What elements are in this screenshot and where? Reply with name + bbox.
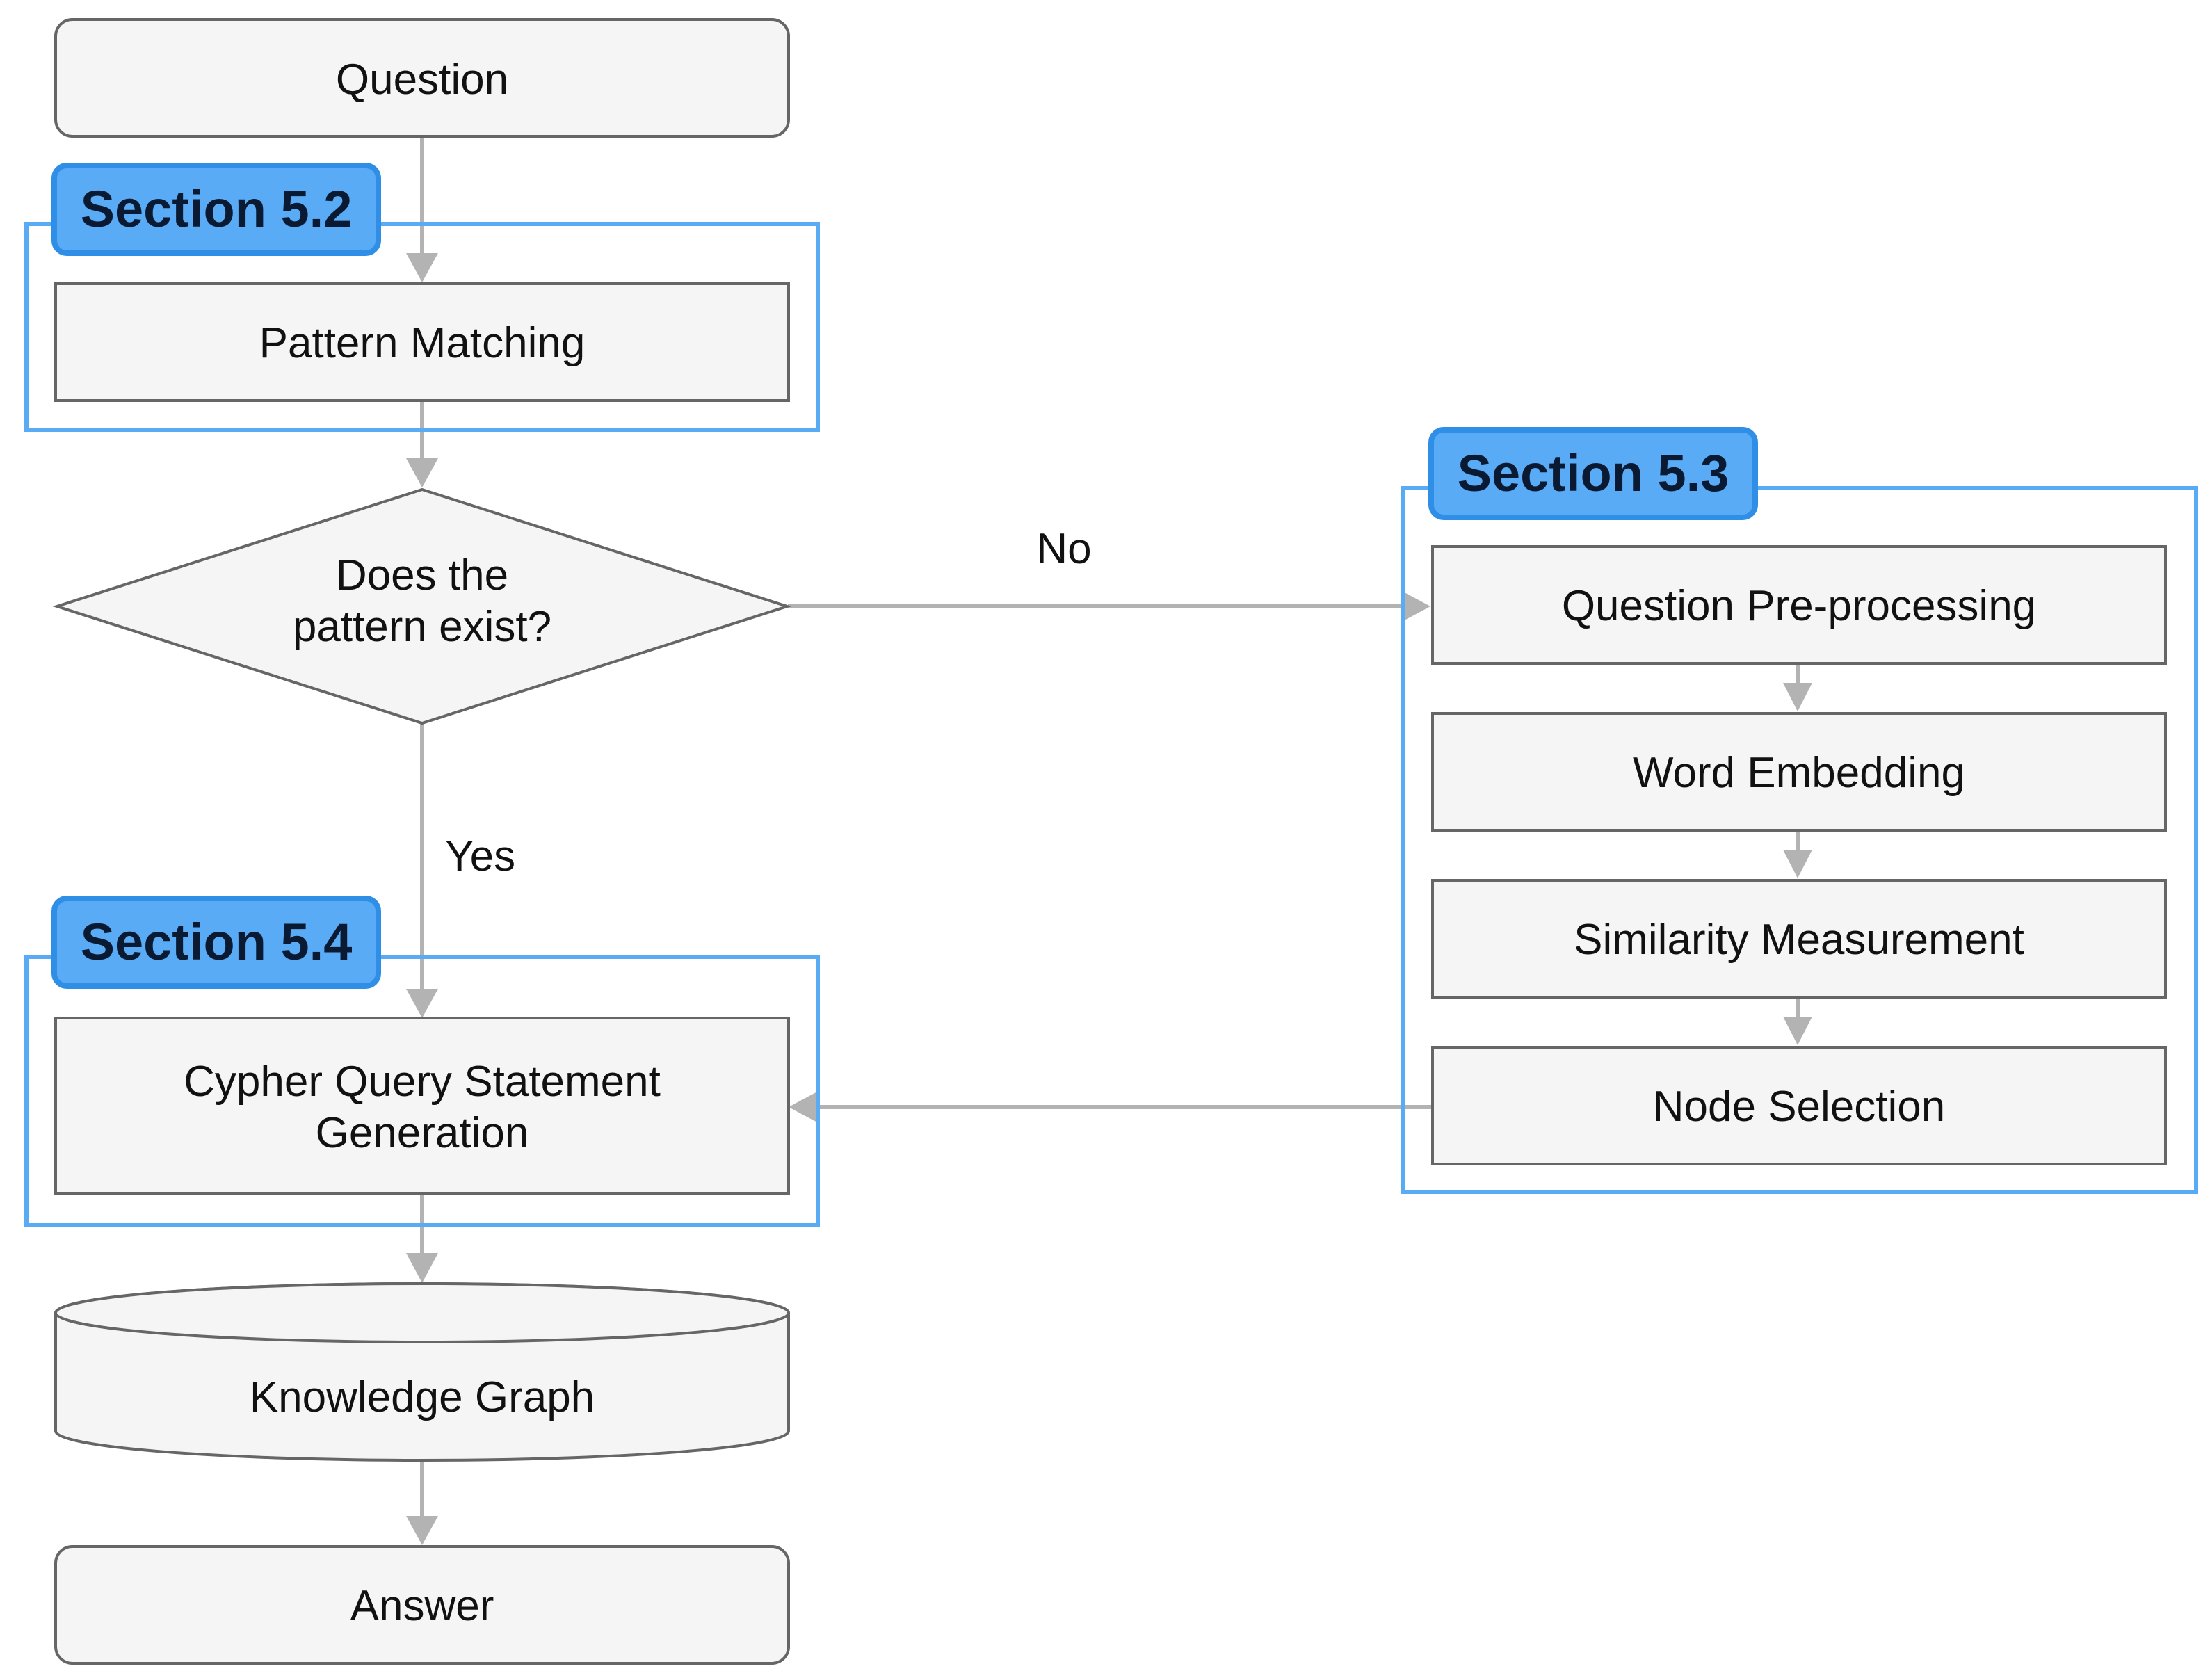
section-5-3-label: Section 5.3 <box>1458 444 1729 502</box>
pattern-matching-label: Pattern Matching <box>259 319 586 367</box>
cypher-generation-label-line-2: Generation <box>316 1109 529 1157</box>
arrowhead-similarity-top <box>1783 850 1812 878</box>
knowledge-graph-label: Knowledge Graph <box>250 1373 595 1421</box>
arrowhead-preprocessing-left <box>1401 590 1430 622</box>
section-5-2-frame <box>24 222 820 432</box>
node-selection-label: Node Selection <box>1653 1083 1946 1131</box>
edge-label-yes: Yes <box>445 832 515 880</box>
pattern-matching-node: Pattern Matching <box>54 282 790 402</box>
section-5-4-frame <box>24 955 820 1227</box>
section-5-4-badge: Section 5.4 <box>51 896 381 989</box>
similarity-measurement-label: Similarity Measurement <box>1574 916 2024 964</box>
decision-label-line-1: Does the <box>336 551 508 599</box>
arrowhead-answer-top <box>406 1516 438 1545</box>
knowledge-graph-node: Knowledge Graph <box>54 1282 790 1462</box>
section-5-4-label: Section 5.4 <box>81 913 353 971</box>
database-cylinder-top <box>54 1282 790 1343</box>
word-embedding-node: Word Embedding <box>1431 712 2167 832</box>
word-embedding-label: Word Embedding <box>1633 749 1965 797</box>
question-node: Question <box>54 18 790 138</box>
arrowhead-kg-top <box>406 1253 438 1283</box>
question-preprocessing-node: Question Pre-processing <box>1431 545 2167 665</box>
decision-label-line-2: pattern exist? <box>293 603 551 651</box>
similarity-measurement-node: Similarity Measurement <box>1431 879 2167 999</box>
arrowhead-pattern-top <box>406 253 438 282</box>
arrowhead-decision-top <box>406 458 438 487</box>
cypher-generation-node: Cypher Query Statement Generation <box>54 1017 790 1195</box>
section-5-3-frame <box>1401 486 2198 1194</box>
answer-node: Answer <box>54 1545 790 1665</box>
decision-node: Does the pattern exist? <box>52 487 792 725</box>
arrowhead-cypher-right <box>789 1091 818 1123</box>
question-label: Question <box>336 56 508 104</box>
question-preprocessing-label: Question Pre-processing <box>1562 582 2036 630</box>
section-5-2-badge: Section 5.2 <box>51 163 381 256</box>
section-5-3-badge: Section 5.3 <box>1428 427 1758 520</box>
arrowhead-selection-top <box>1783 1017 1812 1045</box>
arrowhead-cypher-top <box>406 989 438 1018</box>
node-selection-node: Node Selection <box>1431 1046 2167 1165</box>
answer-label: Answer <box>350 1582 494 1630</box>
cypher-generation-label-line-1: Cypher Query Statement <box>184 1058 661 1106</box>
arrowhead-embedding-top <box>1783 683 1812 711</box>
section-5-2-label: Section 5.2 <box>81 180 353 238</box>
edge-label-no: No <box>1036 525 1091 573</box>
edges <box>406 137 1812 1545</box>
